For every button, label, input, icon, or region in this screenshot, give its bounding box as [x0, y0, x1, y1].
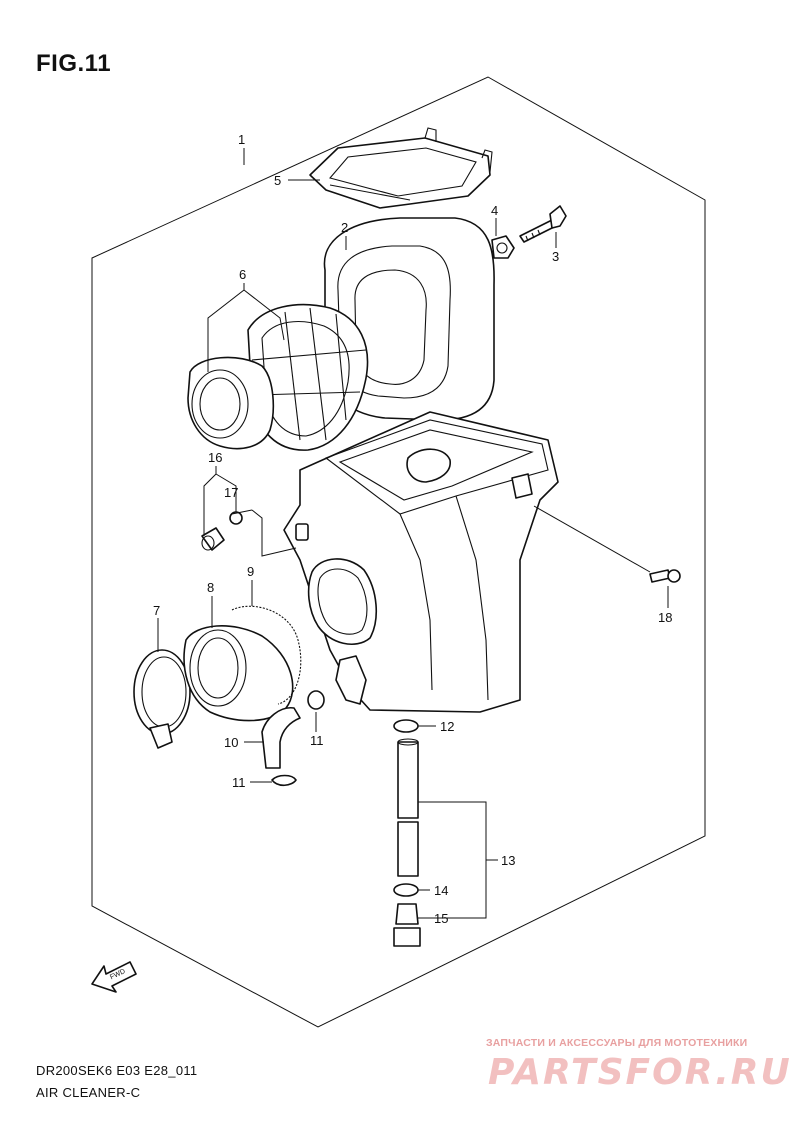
callout-numbers: 1 5 2 4 3 6 16 17 9 8 7 18 12 10 11 11 1… — [153, 132, 672, 926]
callout-18: 18 — [658, 610, 672, 625]
part-11-clip-upper[interactable] — [307, 690, 325, 710]
callout-9: 9 — [247, 564, 254, 579]
forward-direction-arrow: FWD — [91, 961, 137, 993]
part-7-clamp[interactable] — [133, 649, 191, 749]
part-13-drain-tube[interactable] — [397, 738, 419, 877]
callout-11-lower: 11 — [232, 775, 246, 790]
callout-14: 14 — [434, 883, 448, 898]
watermark-tagline: ЗАПЧАСТИ И АКСЕССУАРЫ ДЛЯ МОТОТЕХНИКИ — [486, 1037, 748, 1049]
part-4-grommet[interactable] — [491, 235, 515, 259]
callout-7: 7 — [153, 603, 160, 618]
part-1-air-cleaner-case[interactable] — [283, 411, 559, 713]
callout-3: 3 — [552, 249, 559, 264]
callout-10: 10 — [224, 735, 238, 750]
part-6-filter-cage[interactable] — [187, 303, 369, 451]
part-3-bolt[interactable] — [519, 205, 567, 243]
figure-title: FIG.11 — [36, 50, 112, 77]
callout-12: 12 — [440, 719, 454, 734]
part-9-seal-ring[interactable] — [231, 605, 302, 705]
callout-13: 13 — [501, 853, 515, 868]
part-12-clamp[interactable] — [393, 719, 419, 733]
callout-6: 6 — [239, 267, 246, 282]
part-16-drain-plug[interactable] — [201, 527, 225, 551]
part-17-clip[interactable] — [229, 511, 243, 525]
callout-5: 5 — [274, 173, 281, 188]
part-14-clamp[interactable] — [393, 883, 419, 897]
callout-1: 1 — [238, 132, 245, 147]
part-18-screw[interactable] — [649, 569, 681, 583]
part-8-intake-boot[interactable] — [183, 625, 294, 722]
callout-4: 4 — [491, 203, 498, 218]
part-5-cover-plate[interactable] — [309, 127, 493, 209]
watermark-logo: PARTSFOR.RU — [488, 1052, 792, 1093]
callout-16: 16 — [208, 450, 222, 465]
callout-15: 15 — [434, 911, 448, 926]
callout-8: 8 — [207, 580, 214, 595]
callout-11-upper: 11 — [310, 733, 324, 748]
diagram-code: DR200SEK6 E03 E28_011 — [36, 1063, 198, 1078]
callout-2: 2 — [341, 220, 348, 235]
diagram-name: AIR CLEANER-C — [36, 1085, 141, 1100]
part-15-drain-plug[interactable] — [393, 903, 421, 947]
assembly-boundary — [91, 76, 706, 1028]
callout-17: 17 — [224, 485, 238, 500]
part-10-hose[interactable] — [261, 707, 301, 769]
part-11-clip-lower[interactable] — [271, 774, 297, 787]
leader-lines — [157, 148, 669, 919]
